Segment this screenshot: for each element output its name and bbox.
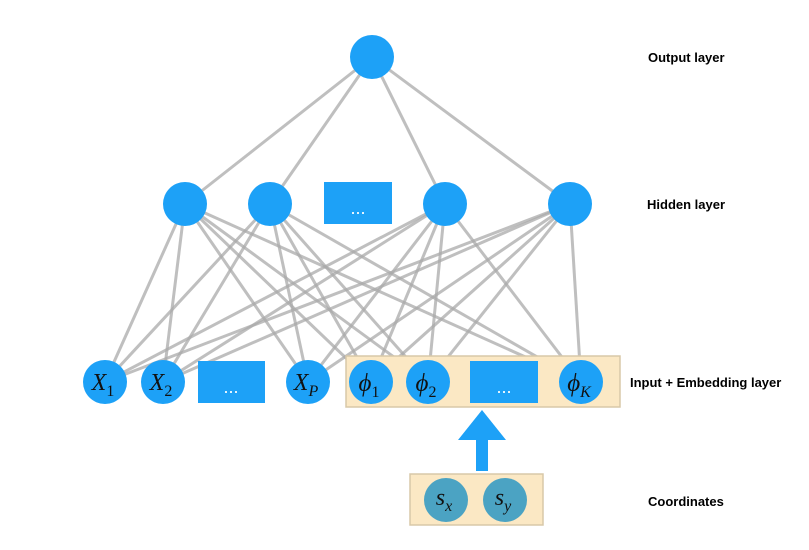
output-node [350, 35, 394, 79]
edge-output-hidden [371, 55, 571, 206]
embedding-node-phik [559, 360, 603, 404]
up-arrow-icon [458, 410, 506, 471]
edge-hidden-input [369, 202, 572, 384]
input-ellipsis-box [198, 361, 265, 403]
edge-hidden-input [426, 203, 572, 383]
edge-hidden-input [104, 202, 446, 384]
edge-hidden-input [568, 203, 583, 383]
embedding-ellipsis-box [470, 361, 538, 403]
edge-output-hidden [184, 55, 373, 206]
input-node-xp [286, 360, 330, 404]
label-sx: sx [436, 485, 452, 515]
edge-hidden-input [269, 202, 582, 384]
edge-hidden-input [268, 203, 430, 383]
node-labels: X1 X2 XP ϕ1 ϕ2 ϕK sx sy [91, 370, 592, 515]
edge-hidden-input [161, 203, 187, 383]
edge-hidden-input [307, 202, 571, 384]
edge-hidden-input [369, 203, 447, 383]
coordinate-node-sx [424, 478, 468, 522]
edge-output-hidden [268, 56, 374, 205]
edges [103, 55, 583, 384]
label-phi1: ϕ1 [359, 370, 380, 401]
label-phik: ϕK [567, 370, 592, 401]
label-xp: XP [293, 370, 319, 400]
edge-hidden-input [306, 203, 447, 383]
hidden-node [248, 182, 292, 226]
edge-hidden-input [443, 203, 583, 383]
embedding-node-phi1 [349, 360, 393, 404]
hidden-node [163, 182, 207, 226]
embedding-ellipsis-text: ... [496, 377, 511, 397]
input-embedding-layer-label: Input + Embedding layer [630, 375, 781, 390]
nodes: ... ... ... [83, 35, 603, 522]
edge-hidden-input [103, 203, 187, 383]
edge-output-hidden [370, 56, 447, 205]
hidden-layer-label: Hidden layer [647, 197, 725, 212]
coordinate-node-sy [483, 478, 527, 522]
coordinates-label: Coordinates [648, 494, 724, 509]
hidden-ellipsis-box [324, 182, 392, 224]
input-node-x1 [83, 360, 127, 404]
label-phi2: ϕ2 [416, 370, 437, 401]
edge-hidden-input [161, 203, 272, 383]
label-x2: X2 [149, 370, 173, 400]
hidden-node [548, 182, 592, 226]
edge-hidden-input [183, 203, 310, 383]
input-ellipsis-text: ... [223, 377, 238, 397]
edge-hidden-input [162, 202, 571, 384]
label-sy: sy [495, 485, 512, 515]
hidden-ellipsis-text: ... [350, 198, 365, 218]
embedding-node-phi2 [406, 360, 450, 404]
edge-hidden-input [104, 202, 571, 384]
edge-hidden-input [162, 202, 446, 384]
edge-hidden-input [103, 202, 272, 384]
hidden-node [423, 182, 467, 226]
input-node-x2 [141, 360, 185, 404]
output-layer-label: Output layer [648, 50, 725, 65]
edge-hidden-input [268, 203, 310, 383]
label-x1: X1 [91, 370, 115, 400]
